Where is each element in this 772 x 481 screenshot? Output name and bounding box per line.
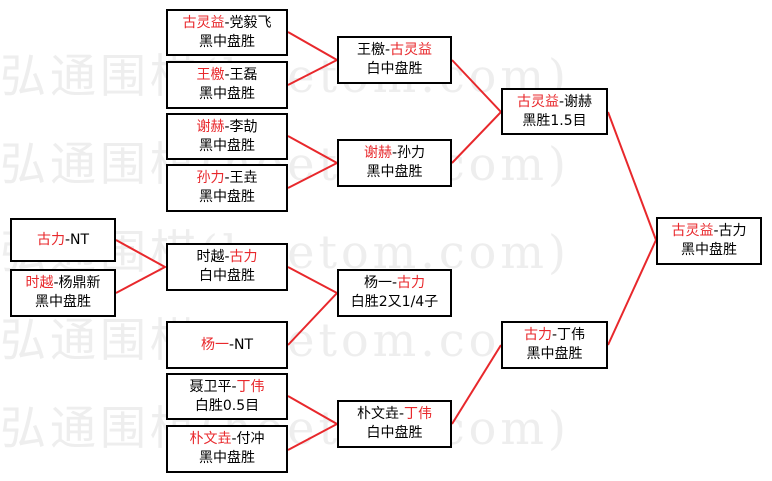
match-players: 朴文垚-丁伟	[356, 406, 433, 422]
match-box-r1-5[interactable]: 古力-NT	[10, 218, 116, 262]
connector	[115, 239, 168, 294]
match-players: 谢赫-孙力	[363, 145, 426, 161]
match-box-r1-9[interactable]: 朴文垚-付冲 黑中盘胜	[166, 425, 288, 473]
match-box-r1-4[interactable]: 孙力-王垚 黑中盘胜	[166, 164, 288, 212]
connector	[451, 59, 503, 164]
match-result: 黑中盘胜	[681, 242, 737, 258]
match-box-r2-2[interactable]: 谢赫-孙力 黑中盘胜	[337, 139, 452, 187]
match-box-final[interactable]: 古灵益-古力 黑中盘胜	[656, 217, 762, 265]
match-box-r1-6[interactable]: 时越-杨鼎新 黑中盘胜	[10, 269, 116, 317]
match-result: 黑中盘胜	[199, 86, 255, 102]
match-players: 杨一-NT	[200, 336, 254, 353]
match-box-r1-2[interactable]: 王檄-王磊 黑中盘胜	[166, 61, 288, 109]
match-players: 古力-NT	[36, 231, 90, 248]
match-box-r2-4[interactable]: 朴文垚-丁伟 白中盘胜	[337, 400, 452, 448]
match-result: 黑中盘胜	[199, 137, 255, 154]
match-players: 时越-杨鼎新	[25, 275, 101, 291]
connector	[607, 111, 658, 346]
match-result: 白胜2又1/4子	[350, 294, 439, 310]
match-players: 朴文垚-付冲	[189, 431, 265, 447]
match-players: 王檄-古灵益	[356, 42, 433, 58]
match-box-r1-7[interactable]: 杨一-NT	[166, 321, 288, 369]
match-result: 白中盘胜	[199, 268, 255, 284]
match-box-r3-1[interactable]: 古灵益-谢赫 黑胜1.5目	[501, 88, 608, 135]
match-result: 白中盘胜	[366, 425, 423, 441]
match-players: 古灵益-古力	[671, 223, 747, 239]
connector	[451, 344, 502, 425]
match-result: 黑胜1.5目	[522, 112, 587, 129]
match-players: 古灵益-党毅飞	[182, 14, 272, 31]
match-players: 杨一-古力	[363, 275, 426, 291]
match-box-r4-1[interactable]: 古力-丁伟 黑中盘胜	[501, 321, 608, 369]
match-result: 白中盘胜	[366, 61, 423, 77]
match-box-r2-3[interactable]: 时越-古力 白中盘胜	[166, 243, 288, 291]
match-result: 黑中盘胜	[35, 294, 91, 310]
connector	[287, 31, 340, 86]
match-box-r3-2[interactable]: 杨一-古力 白胜2又1/4子	[337, 269, 452, 317]
match-players: 古力-丁伟	[523, 327, 586, 343]
match-players: 谢赫-李劼	[196, 118, 258, 135]
match-box-r1-8[interactable]: 聂卫平-丁伟 白胜0.5目	[166, 373, 288, 420]
match-box-r1-1[interactable]: 古灵益-党毅飞 黑中盘胜	[166, 9, 288, 56]
match-result: 黑中盘胜	[199, 33, 255, 50]
match-players: 时越-古力	[196, 249, 258, 265]
match-result: 黑中盘胜	[199, 189, 255, 205]
match-players: 聂卫平-丁伟	[189, 378, 265, 395]
connector	[287, 395, 340, 451]
connector	[287, 135, 340, 189]
match-players: 王檄-王磊	[196, 67, 258, 83]
match-result: 黑中盘胜	[199, 450, 255, 466]
match-result: 白胜0.5目	[194, 397, 260, 414]
connector	[287, 266, 339, 346]
match-box-r1-3[interactable]: 谢赫-李劼 黑中盘胜	[166, 113, 288, 160]
match-result: 黑中盘胜	[526, 346, 583, 362]
match-box-r2-1[interactable]: 王檄-古灵益 白中盘胜	[337, 36, 452, 84]
match-players: 孙力-王垚	[196, 170, 258, 186]
match-result: 黑中盘胜	[366, 164, 423, 180]
match-players: 古灵益-谢赫	[516, 93, 593, 110]
